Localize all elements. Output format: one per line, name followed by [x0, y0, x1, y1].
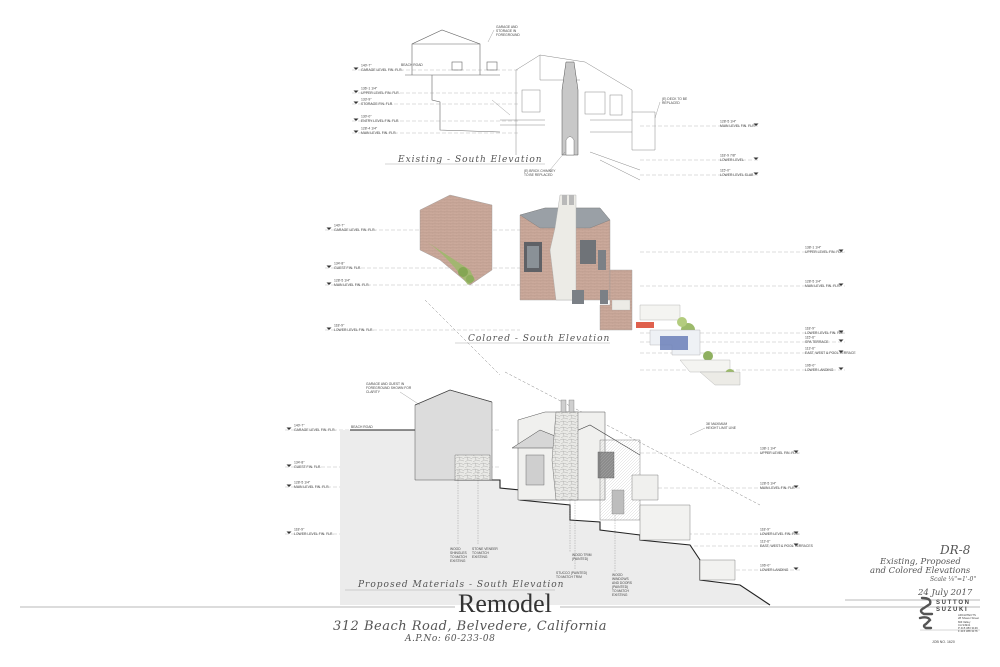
- level-label: 118'-9"LOWER LEVEL FIN. FLR.: [294, 528, 333, 537]
- colored-elevation: 140'-7"GARAGE LEVEL FIN. FLR. 134'-8"GUES…: [325, 194, 856, 386]
- firm-name-line2: S U Z U K I: [936, 607, 967, 613]
- existing-elevation-title: Existing - South Elevation: [397, 155, 543, 165]
- existing-garage-outline: [405, 29, 501, 133]
- level-label: 140'-7"GARAGE LEVEL FIN. FLR.: [294, 424, 336, 433]
- proposed-note-leaders: [457, 470, 616, 572]
- level-label: 128'-5 1/4"MAIN LEVEL FIN. FLR.: [294, 481, 330, 490]
- proposed-note-shingles: WOOD SHINGLES TO MATCH EXISTING: [450, 547, 468, 563]
- level-marker-icon: [793, 567, 799, 570]
- proposed-left-level-markers: 140'-7"GARAGE LEVEL FIN. FLR. 134'-8"GUES…: [285, 424, 500, 537]
- existing-note-chimney: (E) BRICK CHIMNEY TO BE REPLACED: [524, 169, 556, 177]
- level-marker-icon: [326, 265, 332, 268]
- proposed-main-house: [511, 399, 736, 581]
- level-label: 128'-4 1/4"MAIN LEVEL FIN. FLR.: [361, 127, 397, 136]
- level-label: 140'-7"GARAGE LEVEL FIN. FLR.: [361, 64, 403, 73]
- level-marker-icon: [838, 330, 844, 333]
- proposed-note-windows: WOOD WINDOWS AND DOORS (PAINTED) TO MATC…: [612, 573, 633, 597]
- project-title: Remodel: [458, 589, 552, 618]
- level-marker-icon: [353, 90, 359, 93]
- level-marker-icon: [753, 123, 759, 126]
- level-marker-icon: [793, 450, 799, 453]
- level-marker-icon: [838, 350, 844, 353]
- level-label: 136'-1 1/4"UPPER LEVEL FIN. FLR.: [361, 87, 400, 96]
- proposed-elevation: 140'-7"GARAGE LEVEL FIN. FLR. 134'-8"GUES…: [285, 371, 814, 606]
- level-label: 134'-8"GUEST FIN. FLR.: [334, 262, 361, 271]
- level-marker-icon: [838, 367, 844, 370]
- level-label: 113'-6"EAST, WEST & POOL TERRACE: [805, 347, 856, 356]
- level-label: 138'-1 1/4"UPPER LEVEL FIN. FLR.: [805, 246, 844, 255]
- level-marker-icon: [838, 339, 844, 342]
- level-marker-icon: [793, 543, 799, 546]
- level-label: 130'-0"ENTRY LEVEL FIN. FLR.: [361, 115, 399, 124]
- existing-elevation: 140'-7"GARAGE LEVEL FIN. FLR. 136'-1 1/4"…: [352, 25, 760, 181]
- level-marker-icon: [286, 484, 292, 487]
- level-marker-icon: [353, 101, 359, 104]
- level-label: 138'-1 1/4"UPPER LEVEL FIN. FLR.: [760, 447, 799, 456]
- level-marker-icon: [326, 327, 332, 330]
- proposed-note-height: 36' MAXIMUM HEIGHT LIMIT LINE: [706, 422, 737, 430]
- level-marker-icon: [286, 531, 292, 534]
- level-label: 106'-0"LOWER LANDING: [760, 564, 789, 573]
- firm-logo-icon: [918, 596, 934, 630]
- proposed-note-garage: GARAGE AND GUEST IN FOREGROUND SHOWN FOR…: [366, 382, 412, 394]
- colored-garage-block: [419, 194, 493, 286]
- sheet-scale: Scale ⅛"=1'-0": [930, 576, 977, 583]
- colored-right-level-markers: 138'-1 1/4"UPPER LEVEL FIN. FLR. 128'-5 1…: [640, 246, 856, 373]
- sheet-number: DR-8: [940, 543, 971, 557]
- level-label: 133'-9"STORAGE FIN. FLR.: [361, 98, 393, 107]
- proposed-note-stone: STONE VENEER TO MATCH EXISTING: [472, 547, 499, 559]
- job-number: JOB NO. 1620: [932, 640, 955, 644]
- level-label: 134'-8"GUEST FIN. FLR.: [294, 461, 321, 470]
- existing-note-beach-road: BEACH ROAD: [401, 63, 423, 67]
- existing-note-garage: GARAGE AND STORAGE IN FOREGROUND: [496, 25, 520, 37]
- proposed-garage-guest: [414, 389, 493, 481]
- colored-terraces: [639, 304, 741, 386]
- project-address: 312 Beach Road, Belvedere, California: [333, 619, 607, 634]
- level-marker-icon: [793, 531, 799, 534]
- project-apn: A.P.No: 60-233-08: [405, 634, 496, 644]
- colored-main-house: [519, 194, 654, 331]
- sheet-date: 24 July 2017: [918, 588, 973, 598]
- level-label: 115'-0"LOWER LEVEL SLAB: [720, 169, 754, 178]
- existing-brick-chimney: [561, 61, 579, 156]
- level-marker-icon: [353, 118, 359, 121]
- level-label: 128'-5 1/4"MAIN LEVEL FIN. FLR.: [760, 482, 796, 491]
- existing-note-deck: (E) DECK TO BE REPLACED: [662, 97, 688, 105]
- sheet-title-line2: and Colored Elevations: [870, 566, 971, 576]
- level-label: 118'-9"LOWER LEVEL FIN. FLR.: [760, 528, 799, 537]
- level-label: 118'-9"LOWER LEVEL FIN. FLR.: [805, 327, 844, 336]
- sheet-title-line1: Existing, Proposed: [880, 557, 961, 567]
- firm-name-line1: S U T T O N: [936, 600, 969, 606]
- level-label: 115'-6"SPA TERRACE: [805, 336, 829, 345]
- level-marker-icon: [286, 464, 292, 467]
- firm-info: ARCHITECTS 28 Shaver Street Mill Valley …: [958, 613, 979, 634]
- proposed-note-beach-road: BEACH ROAD: [351, 425, 373, 429]
- proposed-note-stucco: STUCCO (PAINTED) TO MATCH TRIM: [556, 571, 588, 579]
- level-marker-icon: [353, 130, 359, 133]
- existing-right-level-markers: 128'-5 1/4"MAIN LEVEL FIN. FLR. 118'-9 7/…: [640, 120, 760, 178]
- level-label: 128'-5 1/4"MAIN LEVEL FIN. FLR.: [334, 279, 370, 288]
- colored-elevation-title: Colored - South Elevation: [468, 334, 610, 344]
- level-marker-icon: [286, 427, 292, 430]
- level-label: 140'-7"GARAGE LEVEL FIN. FLR.: [334, 224, 376, 233]
- level-marker-icon: [353, 67, 359, 70]
- level-label: 106'-0"LOWER LANDING: [805, 364, 834, 373]
- level-marker-icon: [753, 157, 759, 160]
- proposed-note-trim: WOOD TRIM (PAINTED): [572, 553, 592, 561]
- level-label: 128'-5 1/4"MAIN LEVEL FIN. FLR.: [805, 280, 841, 289]
- level-label: 118'-9 7/8"LOWER LEVEL: [720, 154, 744, 163]
- level-marker-icon: [838, 249, 844, 252]
- existing-left-level-markers: 140'-7"GARAGE LEVEL FIN. FLR. 136'-1 1/4"…: [352, 64, 520, 136]
- level-marker-icon: [838, 283, 844, 286]
- level-label: 118'-9"LOWER LEVEL FIN. FLR.: [334, 324, 373, 333]
- existing-house-outline: [500, 54, 656, 181]
- level-marker-icon: [793, 485, 799, 488]
- proposed-elevation-title: Proposed Materials - South Elevation: [357, 580, 564, 590]
- level-marker-icon: [753, 172, 759, 175]
- level-marker-icon: [326, 282, 332, 285]
- level-label: 128'-5 1/4"MAIN LEVEL FIN. FLR.: [720, 120, 756, 129]
- level-label: 113'-6"EAST, WEST & POOL TERRACES: [760, 540, 814, 549]
- level-marker-icon: [326, 227, 332, 230]
